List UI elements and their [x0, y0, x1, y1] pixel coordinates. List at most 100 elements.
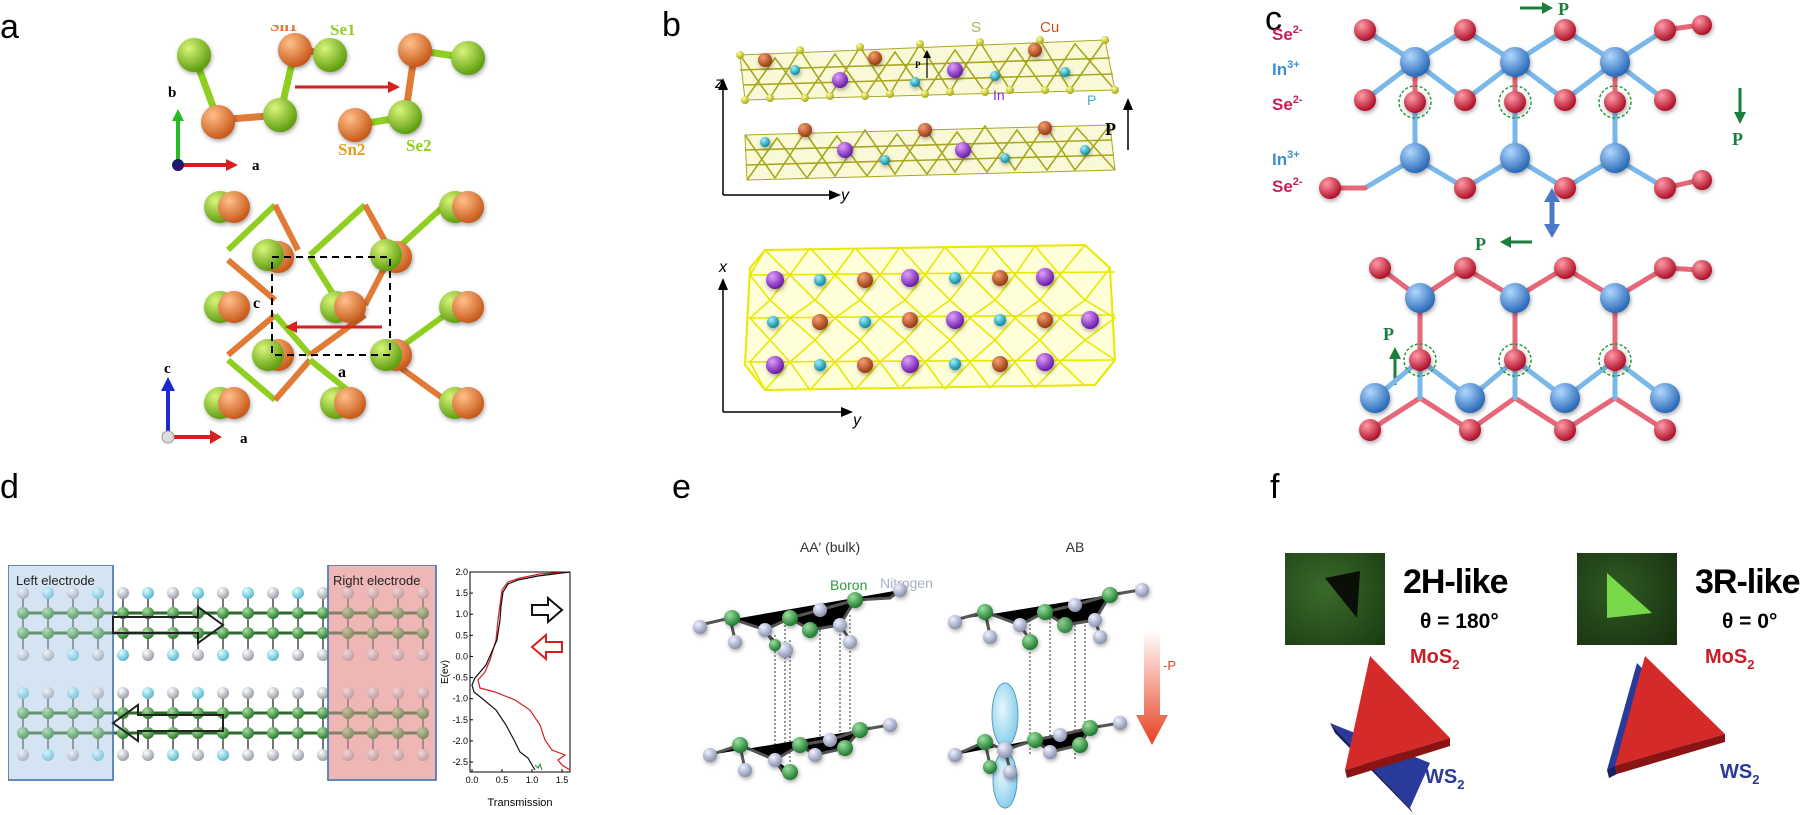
plot-hollow-arrow-red	[530, 632, 563, 662]
label-p-right: P	[1732, 129, 1743, 149]
label-ws-sub-3r: 2	[1752, 772, 1759, 787]
label-se-top: Se	[1272, 25, 1293, 44]
label-p-top: P	[1558, 0, 1569, 19]
x-tick-label: 1.5	[556, 775, 569, 785]
label-mos-sub-2h: 2	[1452, 657, 1459, 672]
panel-letter-e: e	[672, 468, 691, 506]
svg-text:Se2-: Se2-	[1272, 176, 1303, 196]
transmission-curve-black	[471, 571, 571, 771]
y-tick-label: -1.0	[452, 694, 468, 704]
y-tick-label: -1.5	[452, 715, 468, 725]
y-tick-label: -0.5	[452, 673, 468, 683]
svg-text:WS2: WS2	[1425, 766, 1464, 792]
label-mos-3r: MoS	[1705, 646, 1747, 668]
image-3r-like	[1577, 553, 1677, 645]
label-p-small: P	[915, 60, 921, 70]
svg-text:MoS2: MoS2	[1705, 646, 1754, 672]
y-tick-label: -2.5	[452, 757, 468, 767]
y-tick-label: 0.5	[455, 630, 468, 640]
panel-letter-b: b	[662, 6, 681, 44]
axis-label-a: a	[240, 431, 248, 447]
mos2-triangle-3r	[1615, 656, 1725, 766]
panel-letter-c: c	[1265, 0, 1282, 38]
title-3r-like: 3R-like	[1695, 563, 1800, 601]
svg-text:In3+: In3+	[1272, 59, 1300, 79]
svg-text:Se2-: Se2-	[1272, 24, 1303, 44]
label-in-mid: In	[1272, 150, 1287, 169]
panel-e-hbn-stacking: AA' (bulk) AB Boron Nitrogen	[693, 539, 1176, 809]
panel-f-bilayer-stacking: 2H-like θ = 180° 3R-like θ = 0° MoS2 WS2…	[1285, 548, 1810, 815]
charge-in-mid: 3+	[1287, 149, 1300, 161]
panel-letter-a: a	[0, 8, 19, 46]
y-tick-label: -2.0	[452, 736, 468, 746]
mos2-triangle-2h	[1345, 656, 1450, 770]
label-in-top: In	[1272, 60, 1287, 79]
label-nitrogen: Nitrogen	[880, 575, 933, 591]
pz-orbital-bottom	[992, 751, 1018, 809]
right-electrode-box	[327, 565, 437, 781]
label-sn1: Sn1	[270, 25, 297, 35]
charge-se-mid: 2-	[1293, 94, 1303, 106]
layer-bottom	[744, 121, 1116, 181]
plot-xlabel: Transmission	[488, 797, 553, 809]
axis-label-c: c	[164, 361, 171, 377]
hollow-arrow-right	[112, 605, 225, 645]
panel-a-snse-structure: Sn1 Se1 Sn2 Se2 b a	[161, 25, 485, 447]
svg-text:In3+: In3+	[1272, 149, 1300, 169]
axis-label-x: x	[718, 259, 728, 276]
label-se-low: Se	[1272, 177, 1293, 196]
transmission-curve-red	[477, 571, 571, 771]
image-2h-like	[1285, 553, 1385, 645]
cell-label-c: c	[253, 295, 260, 312]
y-tick-label: 2.0	[455, 567, 468, 577]
label-se2: Se2	[406, 136, 432, 155]
pz-orbital-top	[991, 682, 1019, 748]
neg-polarization-arrow	[1136, 630, 1168, 745]
left-electrode-box	[8, 565, 114, 781]
axis-label-z: z	[714, 75, 723, 92]
label-ws-2h: WS	[1425, 766, 1457, 788]
svg-text:MoS2: MoS2	[1410, 646, 1459, 672]
y-tick-label: 1.0	[455, 609, 468, 619]
svg-text:Se2-: Se2-	[1272, 94, 1303, 114]
x-tick-label: 1.0	[526, 775, 539, 785]
right-electrode-label: Right electrode	[333, 573, 421, 588]
label-aa-bulk: AA' (bulk)	[800, 539, 860, 555]
axis-label-y-bottom: y	[852, 412, 862, 429]
theta-2h: θ = 180°	[1420, 610, 1499, 633]
left-electrode-label: Left electrode	[16, 573, 95, 588]
label-s: S	[971, 19, 981, 36]
plot-ylabel: E(ev)	[440, 660, 451, 684]
hollow-arrow-left	[111, 703, 224, 743]
label-se-mid: Se	[1272, 95, 1293, 114]
y-tick-label: 0.0	[455, 651, 468, 661]
panel-c-in2se3-structure: Se2- In3+ Se2- In3+ Se2- P P P	[1272, 0, 1746, 441]
charge-se-low: 2-	[1293, 176, 1303, 188]
charge-in-top: 3+	[1287, 59, 1300, 71]
plot-hollow-arrow-black	[531, 595, 564, 625]
label-mos-sub-3r: 2	[1747, 657, 1754, 672]
x-tick-label: 0.0	[466, 775, 479, 785]
layer-planar-view	[743, 243, 1117, 392]
charge-se-top: 2-	[1293, 24, 1303, 36]
y-tick-label: 1.5	[455, 588, 468, 598]
axis-label-a-top: a	[252, 158, 260, 174]
label-sn2: Sn2	[338, 140, 365, 159]
svg-text:WS2: WS2	[1720, 761, 1759, 787]
label-ab: AB	[1066, 539, 1085, 555]
x-tick-label: 0.5	[496, 775, 509, 785]
label-se1: Se1	[330, 25, 356, 39]
label-p-atom: P	[1087, 92, 1096, 108]
title-2h-like: 2H-like	[1403, 563, 1508, 601]
label-p-left: P	[1383, 324, 1394, 344]
panel-b-cuinp2s6-structure: z y	[714, 19, 1133, 429]
label-in: In	[993, 87, 1005, 103]
panel-d-tunnel-junction: Left electrode Right electrode	[8, 565, 583, 805]
label-ws-sub-2h: 2	[1457, 777, 1464, 792]
label-cu: Cu	[1040, 19, 1059, 36]
theta-3r: θ = 0°	[1722, 610, 1778, 633]
label-p-big: P	[1105, 119, 1116, 139]
axis-label-b: b	[168, 85, 176, 101]
panel-letter-f: f	[1270, 468, 1280, 506]
axis-label-y-top: y	[840, 187, 850, 204]
